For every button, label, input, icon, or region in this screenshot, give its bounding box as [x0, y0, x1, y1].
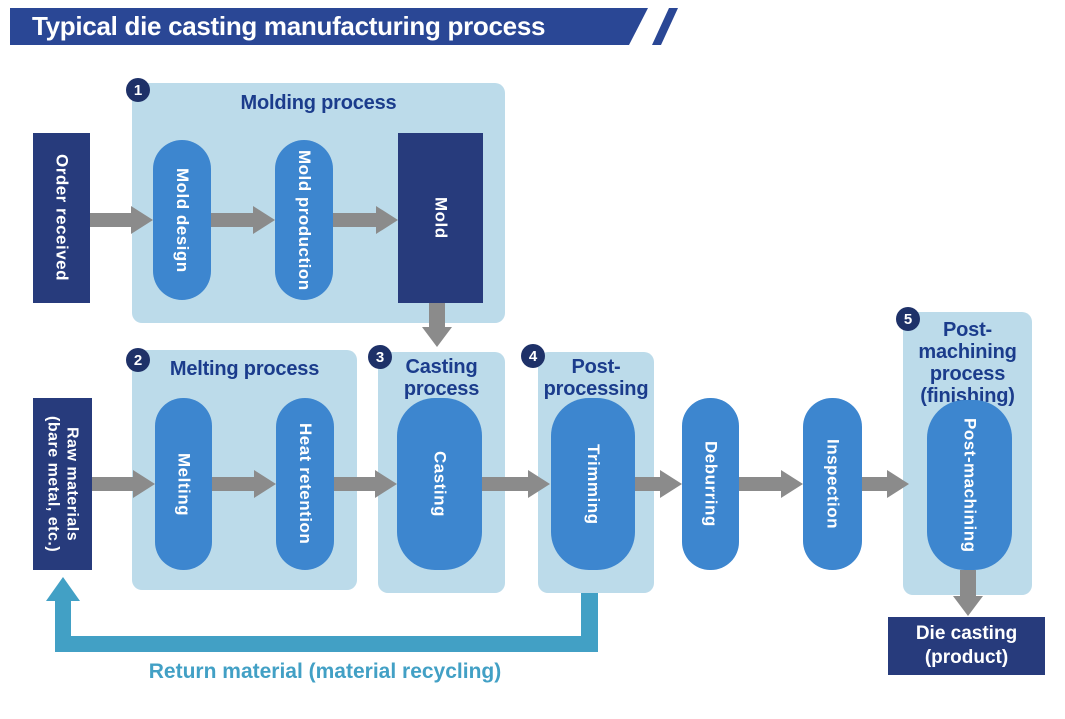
- recycle-arrowhead-up-icon: [46, 577, 80, 601]
- step-post-machining: Post-machining: [927, 400, 1012, 570]
- node-mold-label: Mold: [431, 197, 451, 239]
- arrow-mold-production-to-mold: [333, 206, 398, 234]
- node-order-received-label: Order received: [52, 154, 72, 282]
- page-title: Typical die casting manufacturing proces…: [10, 8, 648, 45]
- step-casting: Casting: [397, 398, 482, 570]
- badge-step-4: 4: [521, 344, 545, 368]
- arrow-mold-to-casting: [422, 303, 452, 347]
- step-trimming: Trimming: [551, 398, 635, 570]
- step-deburring: Deburring: [682, 398, 739, 570]
- arrow-order-to-mold-design: [90, 206, 153, 234]
- badge-step-3: 3: [368, 345, 392, 369]
- badge-step-5: 5: [896, 307, 920, 331]
- step-inspection: Inspection: [803, 398, 862, 570]
- badge-step-2: 2: [126, 348, 150, 372]
- step-casting-label: Casting: [430, 451, 450, 517]
- node-die-casting-product-label: Die casting (product): [915, 623, 1018, 668]
- arrow-heat-retention-to-casting: [334, 470, 397, 498]
- title-post-processing: Post- processing: [543, 356, 649, 400]
- arrow-melting-to-heat-retention: [212, 470, 276, 498]
- step-inspection-label: Inspection: [823, 438, 843, 529]
- node-order-received: Order received: [33, 133, 90, 303]
- node-mold: Mold: [398, 133, 483, 303]
- title-melting-process: Melting process: [169, 358, 320, 380]
- node-raw-materials-label: Raw materials (bare metal, etc.): [44, 415, 81, 553]
- step-heat-retention-label: Heat retention: [296, 423, 316, 545]
- arrow-mold-design-to-mold-production: [211, 206, 275, 234]
- step-heat-retention: Heat retention: [276, 398, 334, 570]
- step-melting: Melting: [155, 398, 212, 570]
- arrow-casting-to-trimming: [482, 470, 550, 498]
- node-raw-materials: Raw materials (bare metal, etc.): [33, 398, 92, 570]
- title-casting-process: Casting process: [403, 356, 480, 400]
- step-mold-design: Mold design: [153, 140, 211, 300]
- badge-step-1: 1: [126, 78, 150, 102]
- step-trimming-label: Trimming: [584, 443, 604, 525]
- banner-accent-stripe: [652, 8, 678, 45]
- step-melting-label: Melting: [174, 452, 194, 516]
- node-die-casting-product: Die casting (product): [888, 617, 1045, 675]
- arrow-post-machining-to-die-casting: [953, 570, 983, 616]
- step-post-machining-label: Post-machining: [960, 417, 980, 553]
- recycle-label: Return material (material recycling): [148, 660, 502, 683]
- step-deburring-label: Deburring: [701, 441, 721, 527]
- title-post-machining-process: Post- machining process (finishing): [918, 319, 1017, 407]
- recycle-path-horizontal-segment: [55, 636, 598, 652]
- arrow-trimming-to-deburring: [635, 470, 682, 498]
- arrow-raw-materials-to-melting: [92, 470, 155, 498]
- recycle-path-up-segment: [55, 600, 71, 652]
- step-mold-production-label: Mold production: [295, 149, 315, 291]
- step-mold-production: Mold production: [275, 140, 333, 300]
- title-molding-process: Molding process: [240, 92, 397, 114]
- step-mold-design-label: Mold design: [173, 167, 193, 273]
- arrow-inspection-to-post-machining: [862, 470, 909, 498]
- arrow-deburring-to-inspection: [739, 470, 803, 498]
